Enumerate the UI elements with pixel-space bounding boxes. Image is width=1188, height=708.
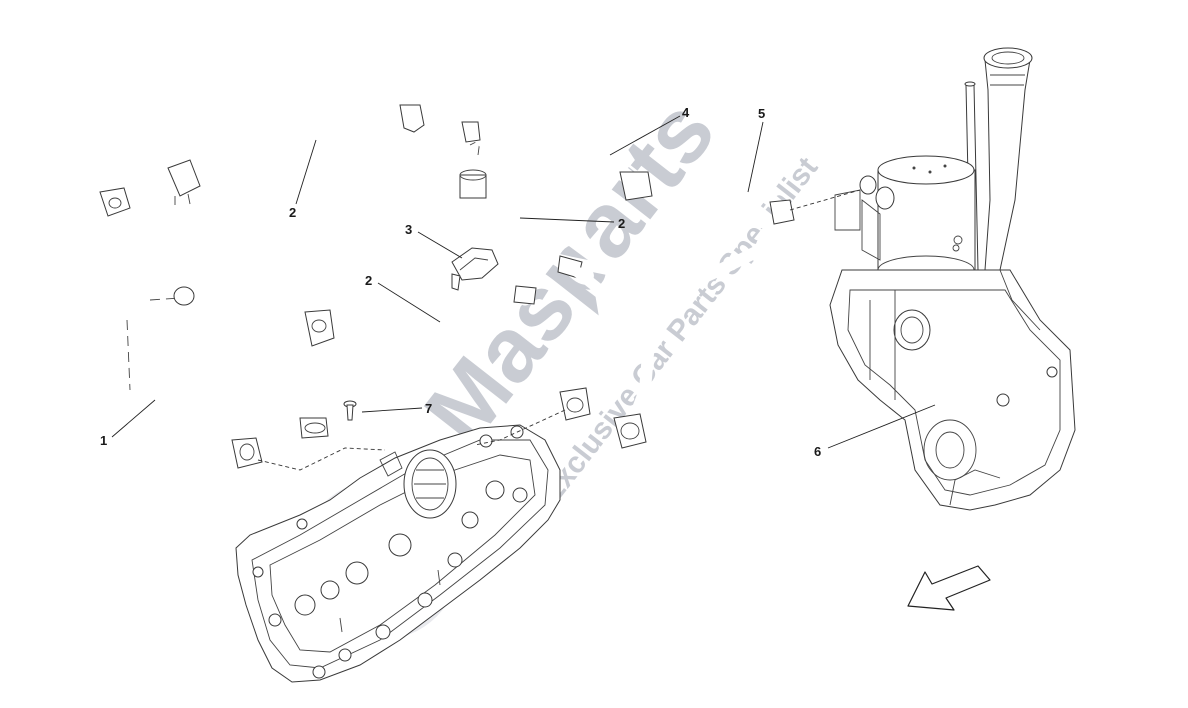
callout-4: 4 (682, 105, 690, 120)
callout-group-2a: 2 (289, 139, 317, 220)
hose-1 (99, 187, 335, 469)
callout-6: 6 (814, 444, 821, 459)
callout-group-5: 5 (747, 106, 765, 193)
callout-2b: 2 (618, 216, 625, 231)
callout-group-4: 4 (609, 105, 690, 156)
callout-2c: 2 (365, 273, 372, 288)
alignment-lines (257, 189, 861, 471)
hose-2-upper (167, 104, 616, 306)
oil-tank (829, 47, 1076, 511)
screw-part-7 (343, 400, 357, 421)
callout-group-6: 6 (814, 404, 936, 459)
callout-group-2b: 2 (519, 216, 625, 231)
callout-2a: 2 (289, 205, 296, 220)
callout-3: 3 (405, 222, 412, 237)
callout-1: 1 (100, 433, 107, 448)
callout-group-7: 7 (361, 401, 432, 416)
arrow-down-left-icon (907, 565, 991, 611)
hose-4 (461, 121, 653, 201)
callout-7: 7 (425, 401, 432, 416)
callout-group-1: 1 (100, 399, 156, 448)
callout-group-2c: 2 (365, 273, 441, 323)
valve-cover (235, 424, 561, 683)
clip-part-3 (451, 247, 499, 291)
hose-2-middle (299, 285, 537, 439)
callout-5: 5 (758, 106, 765, 121)
hose-5 (613, 174, 796, 449)
callout-group-3: 3 (405, 222, 463, 259)
